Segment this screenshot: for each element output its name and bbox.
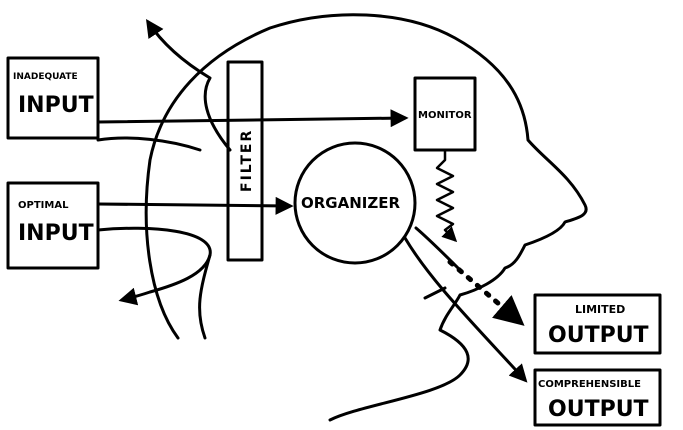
filter-label: FILTER [239, 129, 255, 192]
organizer-output-line-inner [414, 226, 462, 272]
arrow-optimal-to-organizer [96, 196, 294, 215]
inadequate-input-big-label: INPUT [18, 93, 94, 118]
comprehensible-output-small-label: COMPREHENSIBLE [538, 379, 641, 390]
arrow-inadequate-to-monitor [96, 109, 409, 128]
rejected-input-curve-top [146, 19, 232, 152]
rejected-input-tail-top [96, 136, 202, 152]
optimal-input-small-label: OPTIMAL [18, 200, 69, 211]
filter-box [226, 60, 264, 262]
monitor-box: MONITOR [413, 76, 477, 152]
monitor-label: MONITOR [418, 110, 472, 121]
comprehensible-output-box: COMPREHENSIBLE OUTPUT [533, 368, 662, 427]
monitor-join-tick [423, 286, 447, 300]
organizer-label: ORGANIZER [301, 194, 400, 212]
dotted-path-to-limited-output [447, 259, 525, 326]
limited-output-small-label: LIMITED [575, 303, 625, 316]
optimal-input-big-label: INPUT [18, 221, 94, 246]
organizer-output-line-outer [403, 236, 528, 383]
organizer-circle: ORGANIZER [293, 141, 417, 265]
optimal-input-box: OPTIMAL INPUT [6, 181, 100, 270]
head-outline [144, 13, 588, 422]
inadequate-input-small-label: INADEQUATE [13, 72, 78, 82]
monitor-spring [435, 148, 458, 243]
rejected-input-tail-bottom [198, 253, 212, 340]
inadequate-input-box: INADEQUATE INPUT [6, 56, 100, 140]
limited-output-box: LIMITED OUTPUT [533, 293, 662, 355]
comprehensible-output-big-label: OUTPUT [548, 397, 649, 422]
rejected-input-curve-bottom [96, 226, 212, 306]
limited-output-big-label: OUTPUT [548, 323, 649, 348]
